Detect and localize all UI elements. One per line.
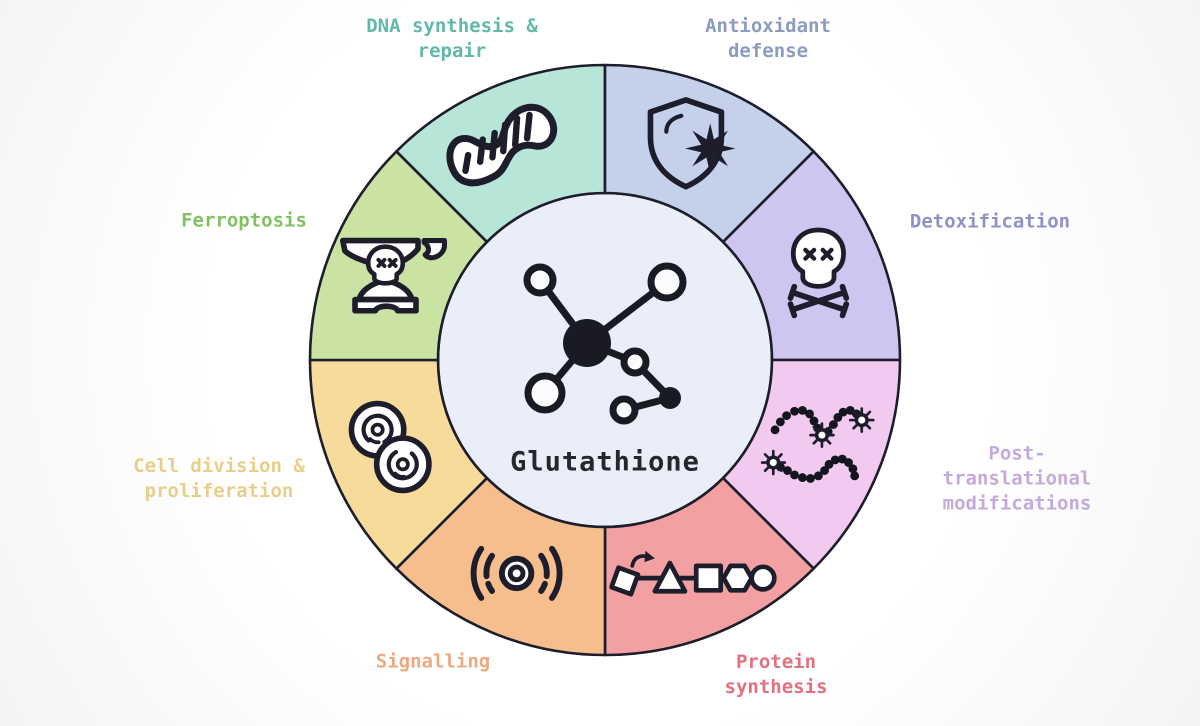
segment-label-signalling: Signalling xyxy=(375,650,491,673)
segment-label-dna-synthesis-repair: DNA synthesis & repair xyxy=(366,15,538,62)
molecule-icon xyxy=(523,262,687,425)
segment-label-detoxification: Detoxification xyxy=(909,210,1071,233)
hub-title: Glutathione xyxy=(510,446,700,478)
segment-label-post-translational-modifications: Post-translational modifications xyxy=(942,442,1092,515)
segment-label-antioxidant-defense: Antioxidant defense xyxy=(705,15,831,62)
segment-label-ferroptosis: Ferroptosis xyxy=(181,209,307,232)
segment-label-protein-synthesis: Protein synthesis xyxy=(724,651,828,698)
segment-label-cell-division-proliferation: Cell division & proliferation xyxy=(133,455,305,502)
